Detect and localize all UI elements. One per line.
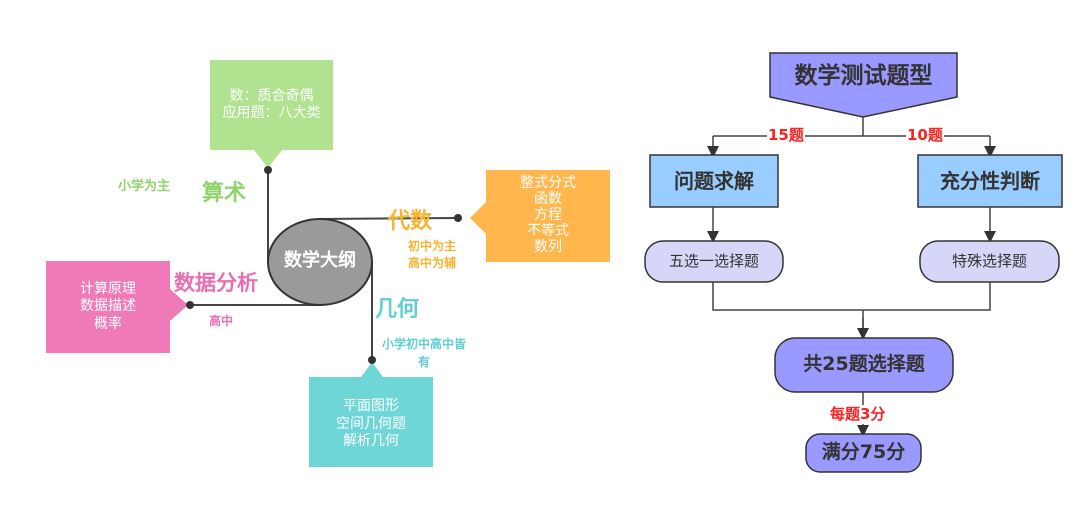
algebra-items: 整式分式 函数 方程 不等式 数列 bbox=[486, 168, 610, 262]
right-sub-box: 特殊选择题 bbox=[951, 252, 1027, 271]
arithmetic-note: 小学为主 bbox=[118, 179, 171, 194]
item-text: 空间几何题 bbox=[336, 415, 406, 432]
item-text: 数列 bbox=[534, 239, 562, 256]
left-box-shape bbox=[649, 154, 779, 208]
full-score-box: 满分75分 bbox=[821, 441, 906, 464]
title-node bbox=[769, 52, 958, 118]
arithmetic-title: 算术 bbox=[202, 181, 247, 206]
algebra-dot bbox=[454, 214, 462, 222]
item-text: 不等式 bbox=[527, 223, 569, 240]
geometry-items: 平面图形 空间几何题 解析几何 bbox=[309, 387, 433, 462]
right-box: 充分性判断 bbox=[940, 168, 1040, 193]
geometry-callout bbox=[309, 362, 433, 467]
geometry-dot bbox=[368, 356, 376, 364]
data-note: 高中 bbox=[209, 314, 234, 328]
arithmetic-callout bbox=[210, 60, 333, 168]
note-line: 高中为辅 bbox=[408, 256, 457, 271]
algebra-note: 初中为主 高中为辅 bbox=[408, 238, 456, 273]
item-text: 平面图形 bbox=[343, 398, 399, 415]
item-text: 解析几何 bbox=[343, 433, 399, 450]
arithmetic-dot bbox=[264, 166, 272, 174]
center-label: 数学大纲 bbox=[284, 250, 356, 271]
algebra-callout bbox=[470, 170, 610, 262]
item-text: 函数 bbox=[534, 190, 562, 207]
data-title: 数据分析 bbox=[174, 271, 258, 295]
item-text: 数据描述 bbox=[80, 298, 136, 315]
title-label: 数学测试题型 bbox=[794, 62, 933, 89]
data-items: 计算原理 数据描述 概率 bbox=[46, 261, 170, 353]
arithmetic-items: 数：质合奇偶 应用题：八大类 bbox=[210, 70, 333, 140]
right-box-shape bbox=[917, 154, 1063, 208]
left-edge-label: 15题 bbox=[767, 126, 805, 145]
data-dot bbox=[186, 301, 194, 309]
note-line: 有 bbox=[417, 355, 430, 369]
item-text: 概率 bbox=[94, 315, 122, 332]
item-text: 方程 bbox=[534, 206, 562, 223]
left-sub-box: 五选一选择题 bbox=[668, 252, 759, 271]
note-line: 初中为主 bbox=[408, 239, 457, 253]
geometry-note: 小学初中高中皆 有 bbox=[374, 335, 474, 371]
item-text: 数：质合奇偶 bbox=[229, 87, 314, 104]
right-edge-label: 10题 bbox=[906, 126, 944, 145]
item-text: 整式分式 bbox=[520, 174, 576, 191]
per-score-label: 每题3分 bbox=[829, 405, 887, 424]
center-node bbox=[267, 218, 373, 306]
note-line: 小学初中高中皆 bbox=[381, 337, 466, 351]
item-text: 应用题：八大类 bbox=[222, 105, 321, 121]
data-callout bbox=[46, 261, 188, 353]
total-box: 共25题选择题 bbox=[803, 353, 925, 376]
geometry-title: 几何 bbox=[375, 297, 420, 322]
algebra-title: 代数 bbox=[388, 209, 433, 234]
left-box: 问题求解 bbox=[674, 168, 754, 193]
item-text: 计算原理 bbox=[80, 280, 136, 297]
